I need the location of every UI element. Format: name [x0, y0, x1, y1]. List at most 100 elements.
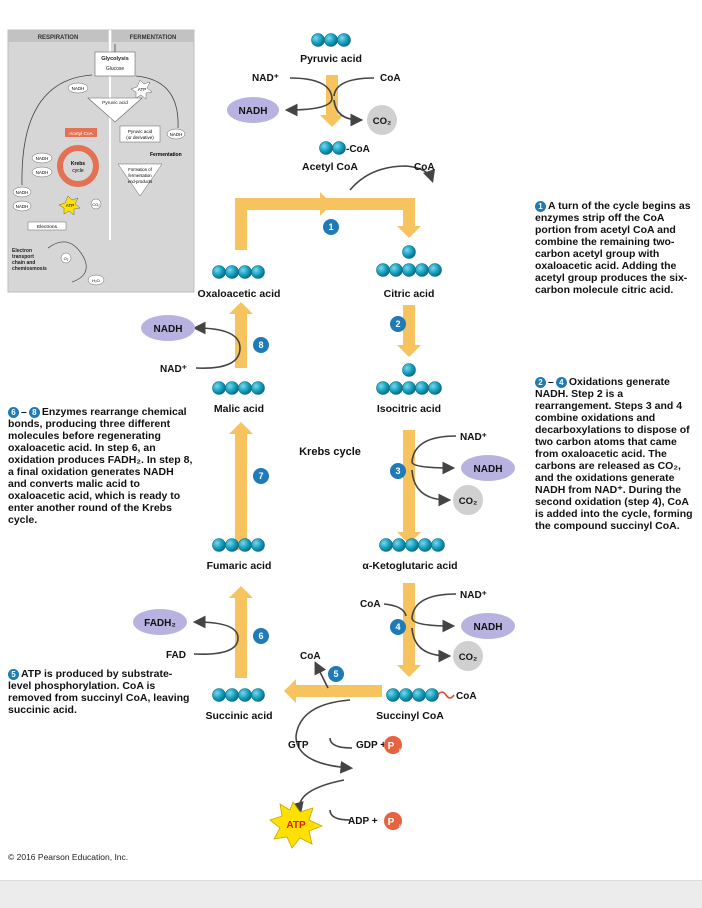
- note-badge-2: 2: [535, 376, 546, 388]
- inset-atp-1: ATP: [138, 87, 146, 92]
- pi-2-sub: i: [399, 825, 401, 831]
- inset-nadh-5: NADH: [16, 204, 29, 209]
- nad-plus-8: NAD⁺: [160, 364, 187, 375]
- inset-ferm-end-1: Formation of: [128, 167, 152, 172]
- note-step-6-8-text: Enzymes rearrange chemical bonds, produc…: [8, 406, 193, 526]
- inset-acetyl-coa: Acetyl CoA: [69, 131, 94, 137]
- inset-ferm-end-3: end-products: [128, 179, 152, 184]
- fad-label: FAD: [166, 650, 186, 661]
- copyright: © 2016 Pearson Education, Inc.: [8, 852, 129, 862]
- krebs-cycle-diagram: RESPIRATION FERMENTATION Glycolysis Gluc…: [7, 29, 515, 849]
- inset-glucose: Glucose: [106, 66, 125, 72]
- step-badge-5: 5: [333, 669, 338, 679]
- inset-ferm-pyruvic-1: Pyruvic acid: [128, 129, 153, 134]
- co2-bubbles: CO₂ CO₂ CO₂: [367, 105, 483, 671]
- nadh-8: NADH: [154, 324, 183, 335]
- inset-co2: CO₂: [92, 202, 100, 207]
- nad-plus-4: NAD⁺: [460, 590, 487, 601]
- step-badges: 1 2 3 4 5 6 7 8: [253, 219, 406, 682]
- pi-1: P: [388, 741, 395, 752]
- inset-krebs: Krebs: [71, 161, 85, 167]
- nadh-bubbles: NADH NADH NADH NADH FADH₂: [133, 97, 515, 639]
- step-badge-8: 8: [258, 340, 263, 350]
- nadh-3: NADH: [474, 464, 503, 475]
- step-badge-6: 6: [258, 631, 263, 641]
- gtp-label: GTP: [288, 740, 309, 751]
- label-malic-acid: Malic acid: [214, 403, 264, 415]
- note-badge-4: 4: [555, 376, 567, 388]
- coa-top: CoA: [380, 73, 401, 84]
- inset-etc-1: Electron: [12, 248, 32, 254]
- inset-etc-4: chemiosmosis: [12, 266, 47, 272]
- pi-1-sub: i: [399, 749, 401, 755]
- nad-plus-3: NAD⁺: [460, 432, 487, 443]
- note-dash-a: –: [548, 376, 554, 388]
- inset-ferm-label: Fermentation: [150, 152, 182, 158]
- phosphate-badges: P i P i: [384, 736, 402, 831]
- overview-inset: RESPIRATION FERMENTATION Glycolysis Gluc…: [7, 29, 195, 293]
- step-badge-7: 7: [258, 471, 263, 481]
- thioester-bond: [437, 691, 455, 699]
- succinyl-coa-tag: CoA: [456, 691, 477, 702]
- label-citric-acid: Citric acid: [384, 288, 435, 300]
- coa-released-1: CoA: [414, 162, 435, 173]
- pi-2: P: [388, 817, 395, 828]
- co2-3: CO₂: [459, 496, 477, 507]
- fadh2-6: FADH₂: [144, 618, 176, 629]
- inset-respiration-label: RESPIRATION: [38, 35, 79, 41]
- label-oxaloacetic-acid: Oxaloacetic acid: [198, 288, 281, 300]
- inset-h2o: H₂O: [92, 278, 100, 283]
- inset-nadh-4: NADH: [16, 190, 29, 195]
- step-badge-3: 3: [395, 466, 400, 476]
- cycle-arrows: [229, 75, 421, 703]
- note-badge-5: 5: [8, 668, 19, 680]
- inset-nadh-2: NADH: [36, 156, 49, 161]
- step-badge-1: 1: [328, 222, 333, 232]
- gdp-label: GDP +: [356, 740, 386, 751]
- krebs-cycle-title: Krebs cycle: [299, 446, 361, 458]
- inset-pyruvic: Pyruvic acid: [102, 100, 128, 106]
- note-badge-1: 1: [535, 200, 546, 212]
- step-badge-4: 4: [395, 622, 400, 632]
- adp-label: ADP +: [348, 816, 378, 827]
- co2-top: CO₂: [373, 116, 391, 127]
- inset-nadh-3: NADH: [36, 170, 49, 175]
- acetyl-coa-tag: -CoA: [346, 144, 370, 155]
- note-dash-b: –: [21, 406, 27, 418]
- coa-added-4: CoA: [360, 599, 381, 610]
- co2-4: CO₂: [459, 652, 477, 663]
- inset-fermentation-label: FERMENTATION: [130, 35, 177, 41]
- inset-o2: O₂: [64, 256, 69, 261]
- inset-nadh-1: NADH: [72, 86, 85, 91]
- inset-electrons: Electrons: [37, 224, 58, 230]
- inset-nadh-6: NADH: [170, 132, 183, 137]
- footer-bar: [0, 880, 702, 908]
- label-isocitric-acid: Isocitric acid: [377, 403, 441, 415]
- atp-burst: ATP: [269, 801, 324, 849]
- note-badge-6: 6: [8, 406, 19, 418]
- inset-ferm-end-2: fermentation: [128, 173, 152, 178]
- label-alpha-ketoglutaric-acid: α-Ketoglutaric acid: [362, 560, 457, 572]
- coa-removed-5: CoA: [300, 651, 321, 662]
- nadh-top: NADH: [239, 106, 268, 117]
- label-succinic-acid: Succinic acid: [205, 710, 272, 722]
- inset-ferm-pyruvic-2: (or derivative): [126, 135, 154, 140]
- inset-etc-3: chain and: [12, 260, 35, 266]
- label-fumaric-acid: Fumaric acid: [207, 560, 272, 572]
- inset-glycolysis: Glycolysis: [101, 56, 129, 62]
- inset-cycle: cycle: [72, 168, 84, 174]
- inset-atp-2: ATP: [66, 203, 74, 208]
- label-acetyl-coa: Acetyl CoA: [302, 161, 358, 173]
- molecule-beads: [212, 33, 445, 702]
- step-badge-2: 2: [395, 319, 400, 329]
- atp-label: ATP: [286, 820, 306, 831]
- inset-etc-2: transport: [12, 254, 34, 260]
- note-step-1-text: A turn of the cycle begins as enzymes st…: [535, 200, 691, 296]
- note-step-5-text: ATP is produced by substrate-level phosp…: [8, 668, 190, 716]
- label-succinyl-coa: Succinyl CoA: [376, 710, 444, 722]
- side-reaction-arrows: [192, 77, 457, 821]
- note-step-2-4-text: Oxidations generate NADH. Step 2 is a re…: [535, 376, 693, 532]
